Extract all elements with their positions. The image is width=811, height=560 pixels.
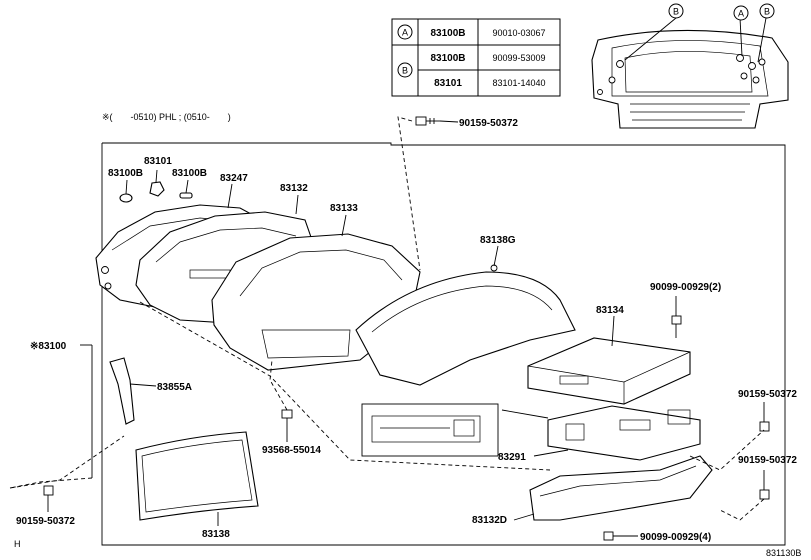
leader-83100 [9, 344, 125, 489]
svg-text:B: B [402, 66, 408, 76]
callout-b-left: B [668, 3, 684, 19]
table-part-1: 90010-03067 [492, 28, 545, 38]
detail-inset: B A B [591, 3, 789, 129]
display-face-inset [361, 403, 549, 457]
corner-mark-left: H [14, 539, 21, 549]
part-83855a-bracket [109, 357, 157, 425]
table-circle-b: B [397, 62, 413, 78]
label-83138g: 83138G [480, 235, 516, 246]
bolt-90099-00929-4 [603, 531, 638, 541]
label-83132d: 83132D [472, 515, 507, 526]
label-83100b-b: 83100B [172, 168, 207, 179]
label-90159-50372-r1: 90159-50372 [738, 389, 797, 400]
bolt-90159-50372-left [43, 485, 54, 512]
label-83133: 83133 [330, 203, 358, 214]
label-90099-00929-2: 90099-00929(2) [650, 282, 721, 293]
part-83101-clip [149, 169, 165, 197]
table-code-3: 83101 [434, 78, 462, 89]
bolt-90159-50372-right-2 [719, 470, 770, 521]
table-code-2: 83100B [430, 53, 465, 64]
callout-a-right: A [733, 5, 749, 21]
label-83132: 83132 [280, 183, 308, 194]
diagram-code: 831130B [766, 548, 801, 558]
table-part-2: 90099-53009 [492, 53, 545, 63]
svg-text:B: B [673, 7, 679, 17]
part-83291-board [533, 405, 701, 461]
label-83855a: 83855A [157, 382, 192, 393]
part-83100b-bulb-a [119, 179, 133, 203]
label-90099-00929-4: 90099-00929(4) [640, 532, 711, 543]
bolt-90159-50372-right-1 [759, 402, 770, 432]
label-93568-55014: 93568-55014 [262, 445, 321, 456]
svg-text:B: B [764, 7, 770, 17]
bolt-90099-00929-2 [671, 296, 682, 338]
screw-93568-55014 [269, 359, 293, 442]
part-83100b-bulb-b [179, 179, 193, 199]
bolt-90159-50372-top [397, 116, 459, 271]
label-90159-50372-r2: 90159-50372 [738, 455, 797, 466]
reference-table: A B 83100B 90010-03067 83100B 90099-5300… [391, 18, 561, 97]
label-83134: 83134 [596, 305, 624, 316]
label-90159-50372-top: 90159-50372 [459, 118, 518, 129]
label-83247: 83247 [220, 173, 248, 184]
part-83134-module [527, 315, 691, 405]
part-83132d-bracket [513, 455, 713, 521]
dashed-guide-1 [139, 301, 551, 471]
label-83291: 83291 [498, 452, 526, 463]
table-code-1: 83100B [430, 28, 465, 39]
label-83101: 83101 [144, 156, 172, 167]
table-circle-a: A [397, 24, 413, 40]
dashed-guide-2 [689, 429, 765, 471]
label-83100b-a: 83100B [108, 168, 143, 179]
label-90159-50372-left: 90159-50372 [16, 516, 75, 527]
label-83138: 83138 [202, 529, 230, 540]
table-part-3: 83101-14040 [492, 78, 545, 88]
label-83100: ※83100 [30, 341, 67, 352]
svg-text:A: A [402, 28, 408, 38]
part-83138g-lens [355, 245, 576, 386]
assembly-frame [101, 142, 786, 546]
svg-text:A: A [738, 9, 744, 19]
callout-b-right: B [759, 3, 775, 19]
part-83138-lens [135, 431, 259, 526]
applicability-note: ※( -0510) PHL ; (0510- ) [102, 112, 231, 122]
